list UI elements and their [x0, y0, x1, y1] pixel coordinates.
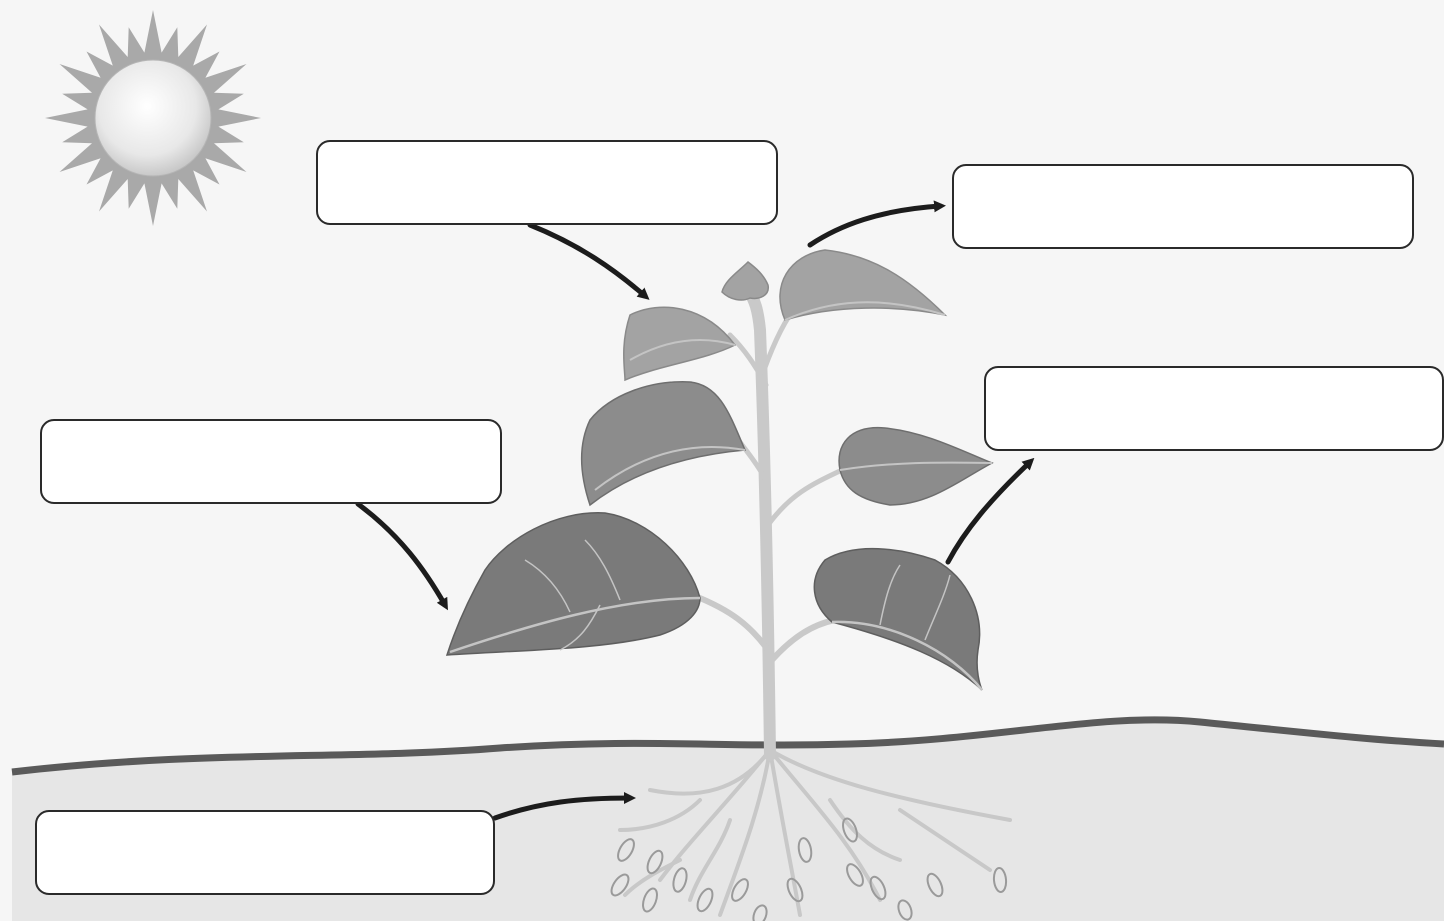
leaf-upper-left — [624, 307, 735, 380]
leaf-middle-left — [582, 382, 745, 505]
stem — [695, 290, 842, 755]
leaf-lower-left — [447, 513, 700, 655]
arrow-to-lower-left-leaf — [358, 504, 445, 605]
leaf-middle-right — [839, 428, 992, 505]
arrows — [358, 206, 1030, 818]
arrow-to-top-right-box — [810, 206, 940, 245]
leaf-upper-right — [780, 250, 945, 320]
label-box-top-center[interactable] — [316, 140, 778, 225]
sun-icon — [45, 10, 261, 226]
label-box-bottom-left[interactable] — [35, 810, 495, 895]
leaf-lower-right — [814, 549, 982, 690]
label-box-mid-left[interactable] — [40, 419, 502, 504]
label-box-top-right[interactable] — [952, 164, 1414, 249]
arrow-to-upper-left-leaf — [530, 225, 645, 296]
label-box-mid-right[interactable] — [984, 366, 1444, 451]
leaf-top-bud — [722, 262, 768, 300]
